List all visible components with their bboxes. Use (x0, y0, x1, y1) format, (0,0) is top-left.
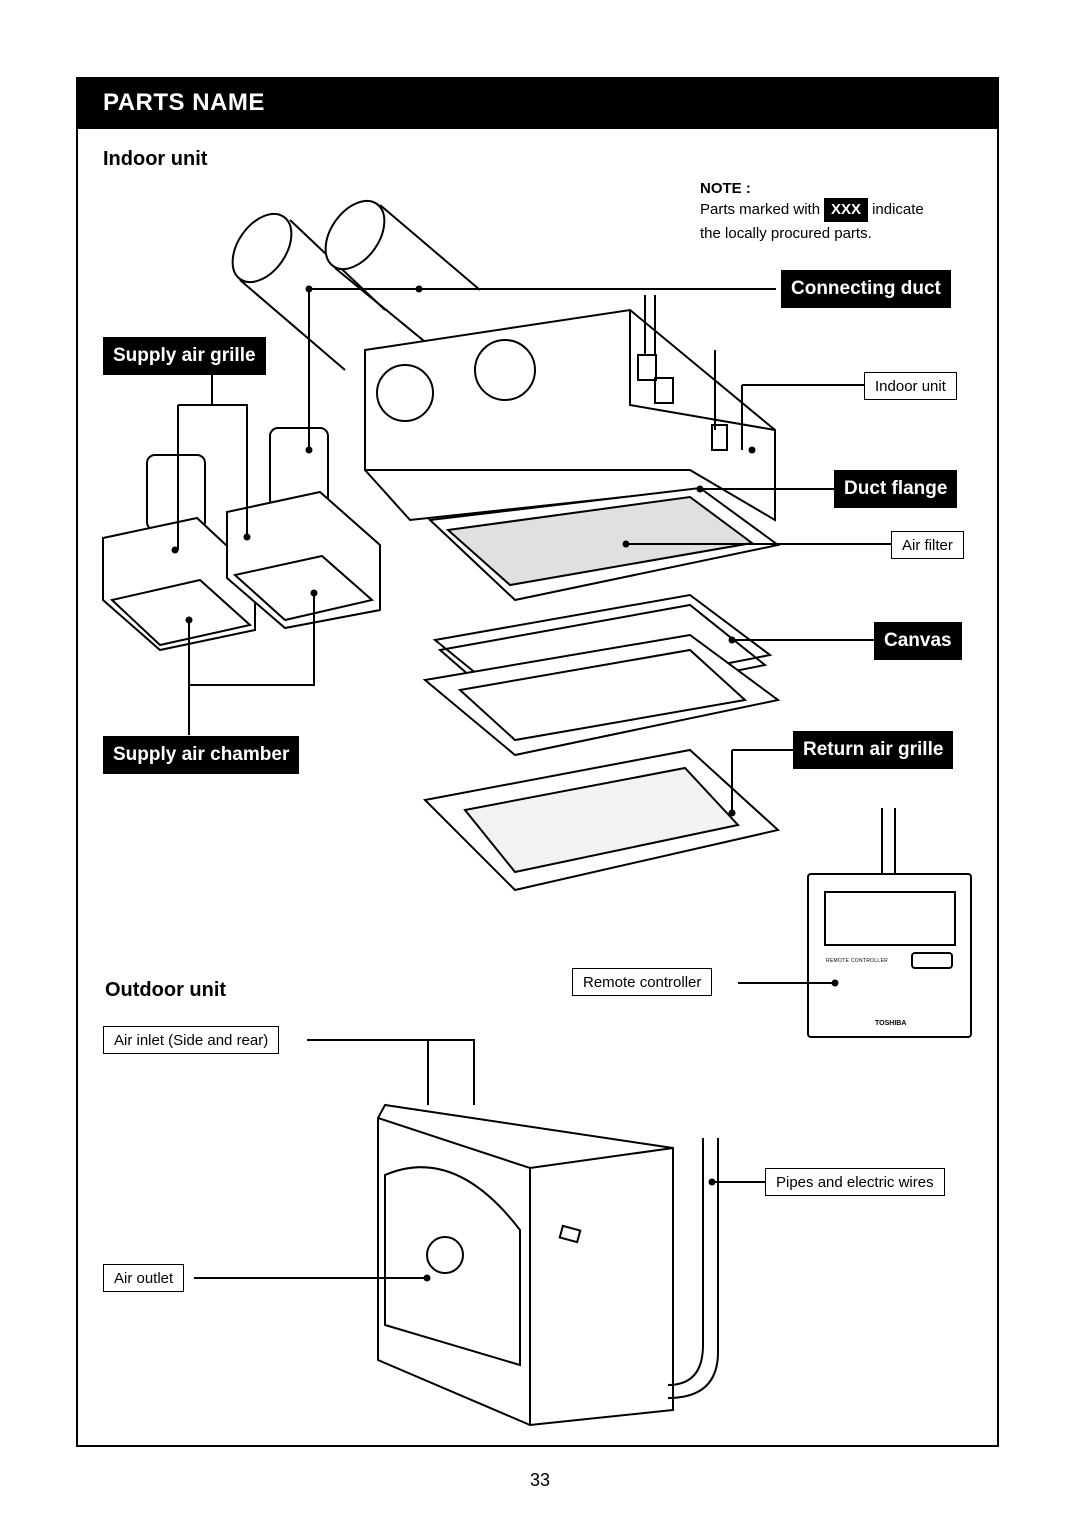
label-canvas: Canvas (874, 622, 962, 660)
label-supply-air-grille: Supply air grille (103, 337, 266, 375)
label-connecting-duct: Connecting duct (781, 270, 951, 308)
header-bar (76, 77, 999, 129)
label-air-inlet: Air inlet (Side and rear) (103, 1026, 280, 1054)
label-air-filter: Air filter (891, 531, 964, 559)
supply-air-chamber-right (226, 427, 381, 630)
label-remote-controller: Remote controller (572, 968, 713, 996)
label-duct-flange: Duct flange (834, 470, 958, 508)
canvas-part (422, 593, 781, 757)
note-label: NOTE : (700, 180, 751, 197)
note-line-2: the locally procured parts. (700, 225, 872, 242)
supply-air-chamber-left (102, 454, 256, 652)
note-prefix: Parts marked with (700, 201, 821, 218)
page-title: PARTS NAME (103, 89, 265, 116)
section-title-outdoor: Outdoor unit (105, 979, 227, 1001)
remote-caption: REMOTE CONTROLLER (826, 958, 889, 964)
label-air-outlet: Air outlet (103, 1264, 185, 1292)
page-number: 33 (529, 1470, 551, 1490)
connecting-duct-right (324, 199, 481, 351)
outdoor-unit-body (377, 1103, 719, 1427)
return-air-grille (422, 748, 781, 892)
remote-controller-device (807, 808, 972, 1038)
indoor-unit-body (364, 295, 776, 522)
procured-marker: XXX (824, 198, 869, 222)
note-suffix: indicate (872, 201, 924, 218)
label-return-air-grille: Return air grille (793, 731, 954, 769)
label-supply-air-chamber: Supply air chamber (103, 736, 300, 774)
label-indoor-unit: Indoor unit (864, 372, 957, 400)
remote-brand: TOSHIBA (875, 1020, 907, 1027)
label-pipes-wires: Pipes and electric wires (765, 1168, 945, 1196)
section-title-indoor: Indoor unit (103, 148, 208, 170)
